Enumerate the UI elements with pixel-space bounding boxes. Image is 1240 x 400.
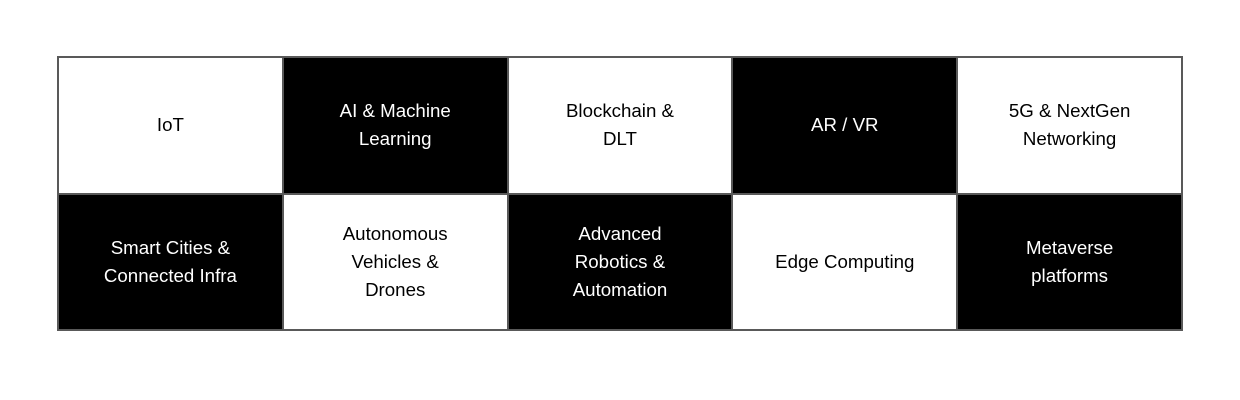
cell-advanced-robotics-automation: Advanced Robotics & Automation — [507, 193, 733, 330]
cell-iot: IoT — [58, 57, 283, 194]
technology-matrix: IoT AI & Machine Learning Blockchain & D… — [57, 56, 1183, 331]
cell-metaverse-platforms: Metaverse platforms — [957, 193, 1182, 330]
cell-ai-machine-learning: AI & Machine Learning — [282, 57, 508, 194]
cell-autonomous-vehicles-drones: Autonomous Vehicles & Drones — [282, 193, 508, 330]
cell-ar-vr: AR / VR — [732, 57, 958, 194]
cell-5g-nextgen-networking: 5G & NextGen Networking — [957, 57, 1182, 194]
cell-edge-computing: Edge Computing — [732, 193, 958, 330]
cell-blockchain-dlt: Blockchain & DLT — [507, 57, 733, 194]
cell-smart-cities-connected-infra: Smart Cities & Connected Infra — [58, 193, 283, 330]
